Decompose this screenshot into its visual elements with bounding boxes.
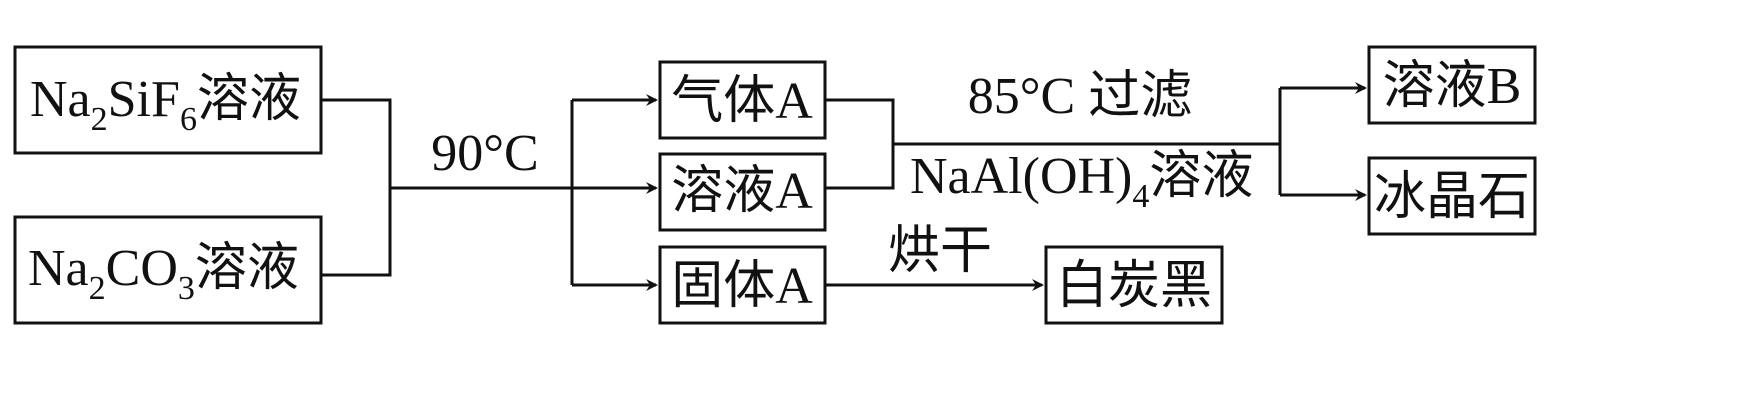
gas-a-box bbox=[658, 60, 827, 140]
na2sif6-box bbox=[13, 45, 323, 155]
na2sif6-label: Na2SiF6溶液 bbox=[30, 71, 301, 138]
condition-step2-reagent: NaAl(OH)4溶液 bbox=[910, 148, 1253, 215]
condition-step2-top: 85°C 过滤 bbox=[968, 68, 1192, 125]
connector-na2sif6 bbox=[321, 98, 392, 277]
solution-b-label: 溶液B bbox=[1383, 58, 1522, 115]
connector-gas-solution bbox=[825, 98, 895, 190]
solution-a-box bbox=[658, 152, 827, 232]
condition-step3: 烘干 bbox=[888, 223, 992, 280]
cryolite-label: 冰晶石 bbox=[1374, 169, 1530, 226]
na2co3-box bbox=[13, 215, 323, 325]
white-carbon-black-label: 白炭黑 bbox=[1056, 258, 1212, 315]
solution-a-label: 溶液A bbox=[671, 163, 813, 220]
cryolite-box bbox=[1367, 156, 1537, 236]
solution-b-box bbox=[1367, 45, 1537, 125]
gas-a-label: 气体A bbox=[671, 73, 813, 130]
white-carbon-black-box bbox=[1044, 245, 1224, 325]
condition-step1: 90°C bbox=[431, 125, 538, 182]
solid-a-label: 固体A bbox=[671, 258, 813, 315]
solid-a-box bbox=[658, 245, 827, 325]
na2co3-label: Na2CO3溶液 bbox=[28, 240, 299, 307]
